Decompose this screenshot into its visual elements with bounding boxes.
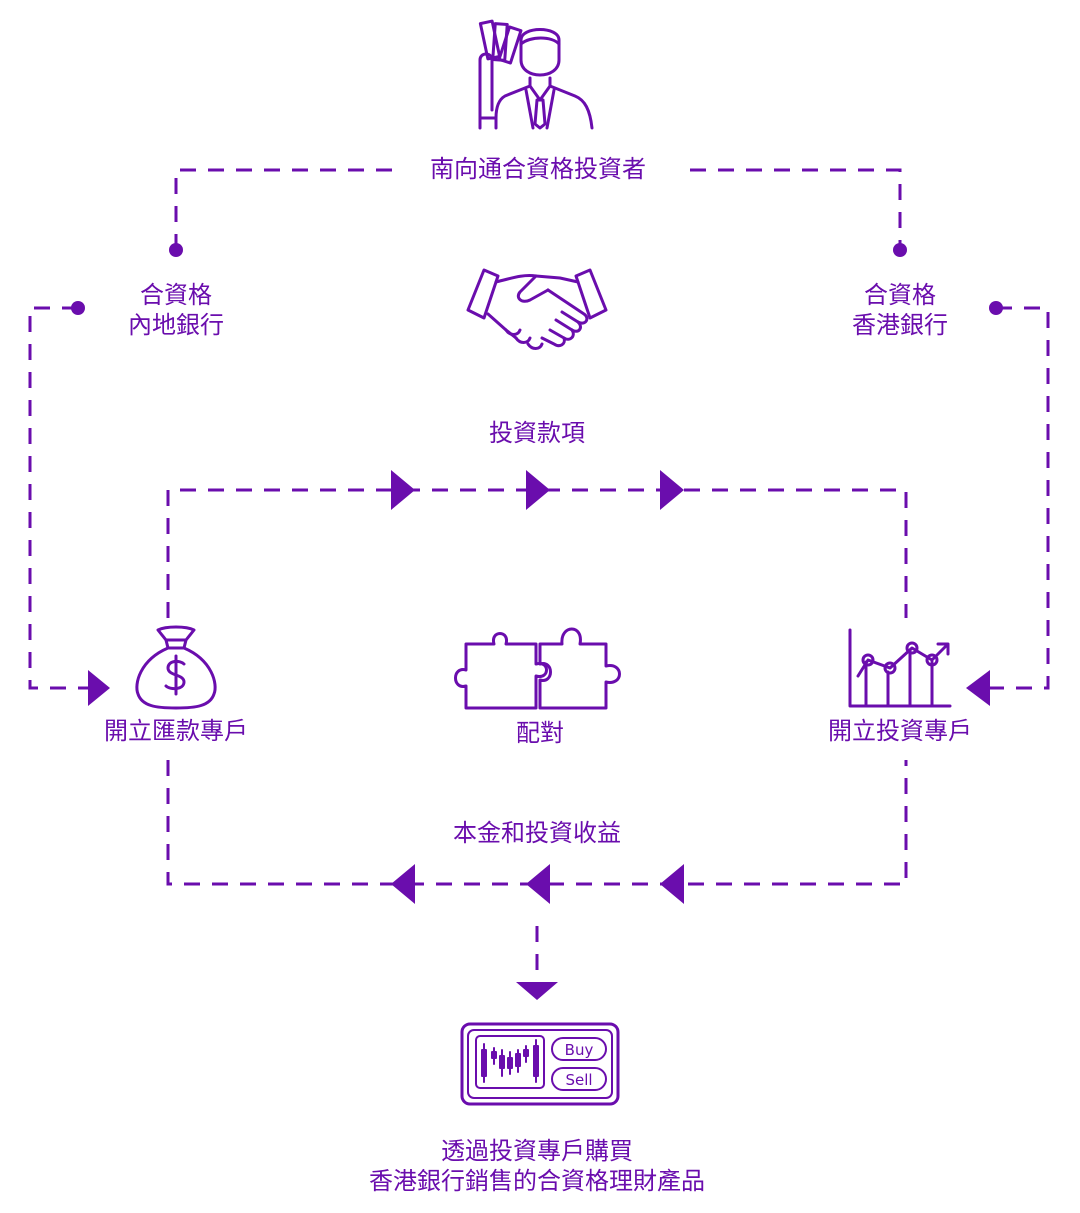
connector-dot: [893, 243, 907, 257]
sell-pill: [551, 1067, 607, 1091]
puzzle-pieces-icon: [454, 627, 621, 710]
mainland-bank-label: 合資格 內地銀行: [128, 280, 224, 340]
buy-label: Buy: [565, 1041, 594, 1059]
hk-bank-label-line2: 香港銀行: [852, 311, 948, 339]
investment-funds-label: 投資款項: [489, 419, 585, 447]
growth-chart-icon: [848, 628, 952, 708]
mainland-bank-label-line2: 內地銀行: [128, 311, 224, 339]
arrow-left-icon: [526, 864, 550, 904]
arrow-down-icon: [516, 982, 558, 1000]
products-label: 透過投資專戶購買 香港銀行銷售的合資格理財產品: [369, 1136, 705, 1196]
connector-dot: [71, 301, 85, 315]
arrow-left-icon: [660, 864, 684, 904]
matching-label: 配對: [516, 719, 564, 747]
trading-screen-icon: [460, 1022, 620, 1106]
products-label-line1: 透過投資專戶購買: [441, 1137, 633, 1165]
arrow-right-icon: [88, 670, 110, 706]
mainland-bank-label-line1: 合資格: [140, 281, 212, 309]
handshake-icon: [466, 268, 608, 350]
investment-account-label: 開立投資專戶: [828, 717, 972, 745]
arrow-right-icon: [660, 470, 684, 510]
arrow-left-icon: [966, 670, 990, 706]
principal-returns-flow-line: [166, 760, 908, 886]
mainland-bank-connector-line: [28, 306, 96, 690]
connector-dot: [169, 243, 183, 257]
businessman-holding-cash-icon: [478, 19, 594, 130]
hk-bank-connector-line: [980, 306, 1050, 690]
connector-dot: [989, 301, 1003, 315]
money-bag-icon: [135, 625, 217, 710]
buy-pill: [551, 1037, 607, 1061]
principal-returns-label: 本金和投資收益: [453, 819, 621, 847]
arrow-right-icon: [526, 470, 550, 510]
products-label-line2: 香港銀行銷售的合資格理財產品: [369, 1167, 705, 1195]
hk-bank-label-line1: 合資格: [864, 281, 936, 309]
sell-label: Sell: [565, 1071, 592, 1089]
remit-account-label: 開立匯款專戶: [104, 717, 248, 745]
hk-bank-label: 合資格 香港銀行: [852, 280, 948, 340]
investment-funds-flow-line: [166, 488, 908, 618]
investor-connector-line: [174, 168, 902, 250]
arrow-right-icon: [391, 470, 415, 510]
investor-label: 南向通合資格投資者: [422, 154, 654, 184]
arrow-left-icon: [391, 864, 415, 904]
